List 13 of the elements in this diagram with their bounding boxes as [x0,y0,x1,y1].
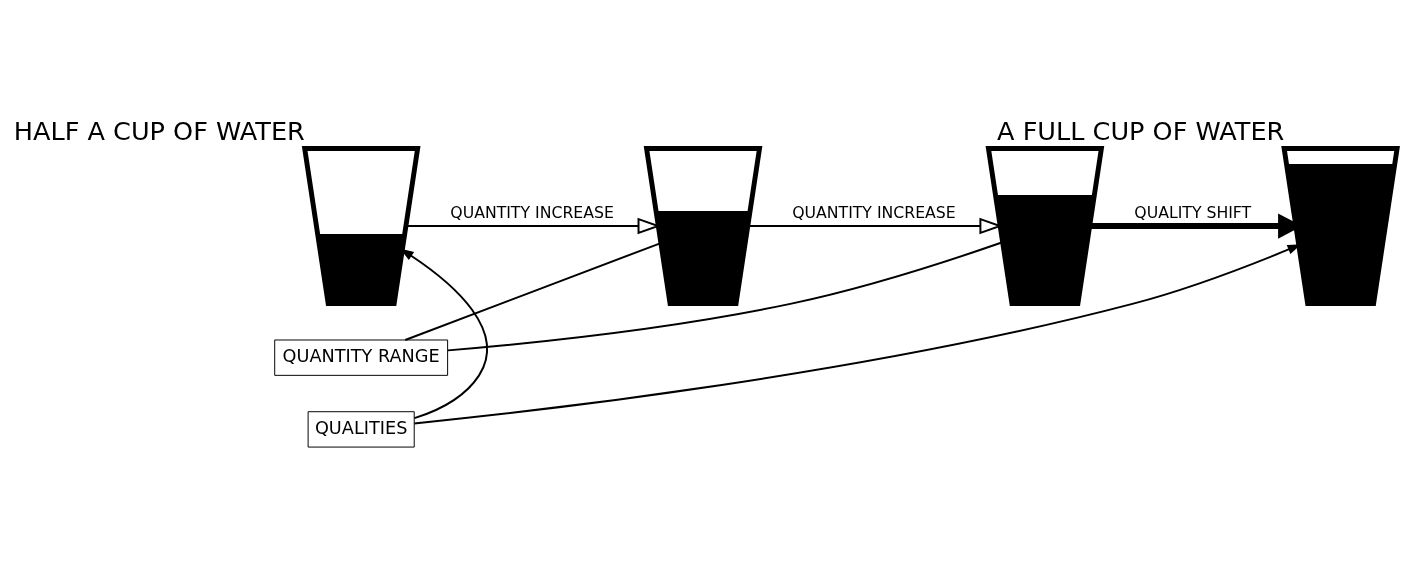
node-cup [301,145,421,306]
node-cup [1281,145,1400,306]
node-box: QUANTITY RANGE [274,339,449,376]
edge-label: QUALITY SHIFT [1134,202,1252,222]
node-label: A FULL CUP OF WATER [997,115,1285,146]
node-label: HALF A CUP OF WATER [13,115,305,146]
edge-label: QUANTITY INCREASE [450,202,614,222]
connector [404,241,662,341]
node-cup [643,145,763,306]
node-cup [985,145,1105,306]
connector [447,240,1004,351]
edge-label: QUANTITY INCREASE [792,202,956,222]
node-box: QUALITIES [307,410,415,448]
